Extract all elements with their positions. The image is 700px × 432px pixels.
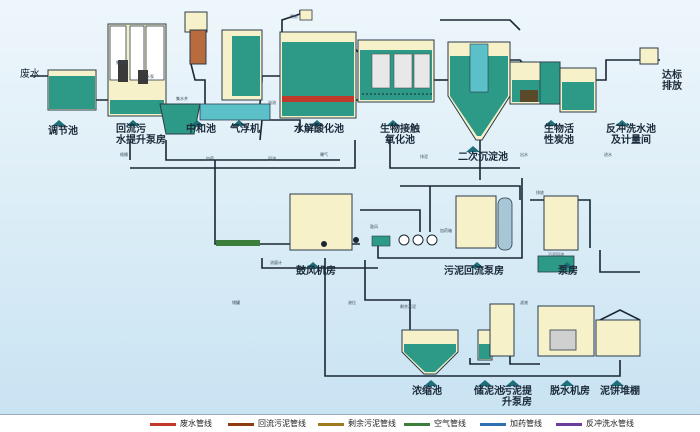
zhonghe-tank [159,11,208,135]
pipe-annotation: 液位 [348,300,356,305]
legend-swatch [150,423,176,426]
nongsuo-label: 浓缩池 [412,386,442,397]
label-marker [610,380,624,386]
shuibeng-tiny-label: 水泵 [146,74,154,79]
tuoshui-building [537,305,595,357]
niliao-building [595,319,641,357]
label-marker [386,120,400,126]
wuni-ti-building [489,303,515,357]
legend-swatch [480,423,506,426]
jishui-building [107,23,167,117]
legend-swatch [318,423,344,426]
beng-building [537,195,579,273]
label-marker [506,380,520,386]
wuni-building [371,195,513,251]
label-marker [478,380,492,386]
pipe-annotation: 格栅 [120,152,128,157]
pipe-annotation: 鼓风 [370,224,378,229]
wuni-ti-label: 污泥提 升泵房 [502,386,532,408]
tuoshui-label: 脱水机房 [550,386,590,397]
zhuni-label: 储泥池 [474,386,504,397]
pipe-annotation: 排泥 [420,154,428,159]
shengwu-label: 生物接触 氧化池 [380,124,420,146]
fanchong-tank [559,47,659,113]
beng-label: 泵房 [558,266,578,277]
legend-label: 回流污泥管线 [258,419,306,428]
legend-label: 反冲洗水管线 [586,419,634,428]
qifu-label: 气浮机 [230,124,260,135]
label-marker [466,146,480,152]
legend-item: 废水管线 [150,419,230,429]
label-marker [470,262,484,268]
legend-label: 剩余污泥管线 [348,419,396,428]
label-marker [306,262,320,268]
qifu-tank [199,29,271,121]
niliao-label: 泥饼堆棚 [600,386,640,397]
label-marker [615,120,629,126]
pipe-annotation: 加药箱 [440,228,452,233]
zhonghe-label: 中和池 [186,124,216,135]
pipe-annotation: 流量计 [270,260,282,265]
pipe-annotation: 曝气 [320,152,328,157]
legend-item: 加药管线 [480,419,560,429]
hui-label: 回流污 水提升泵房 [116,124,166,146]
outlet-label: 达标 排放 [662,70,682,92]
pipe-annotation: 出水 [520,152,528,157]
wuni-label: 污泥回流泵房 [444,266,504,277]
pipe-annotation: 进水 [604,152,612,157]
nongsuo-tank [401,329,459,375]
legend-label: 加药管线 [510,419,542,428]
legend-item: 剩余污泥管线 [318,419,408,429]
label-marker [232,120,246,126]
gufeng-label: 鼓风机房 [296,266,336,277]
fanchong-label: 反冲洗水池 及计量间 [606,124,656,146]
shuijie-label: 水解酸化池 [294,124,344,135]
pipe-legend: 废水管线 回流污泥管线 剩余污泥管线 空气管线 加药管线 反冲洗水管线 [0,414,700,432]
legend-item: 回流污泥管线 [228,419,318,429]
legend-item: 空气管线 [404,419,484,429]
zhuni-tank [477,329,493,361]
top-tiny-label: 泵房 [290,14,298,19]
jishui-tiny-label: 集水井 [116,60,128,65]
shengwutan-label: 生物活 性炭池 [544,124,574,146]
inlet-label: 废水 [20,69,40,80]
legend-swatch [404,423,430,426]
pipe-annotation: 集水井 [176,96,188,101]
pipe-annotation: 回流 [268,156,276,161]
pipe-annotation: 污泥回流 [548,252,564,257]
shuijie-tank [279,9,357,119]
label-marker [52,120,66,126]
label-marker [424,380,438,386]
pipe-annotation: 剩余污泥 [400,304,416,309]
shengwutan-tank [509,61,561,105]
label-marker [544,120,558,126]
tiaojie-label: 调节池 [48,126,78,137]
tiaojie-tank [47,69,97,111]
legend-label: 空气管线 [434,419,466,428]
label-marker [560,380,574,386]
label-marker [126,120,140,126]
legend-item: 反冲洗水管线 [556,419,656,429]
legend-swatch [556,423,582,426]
pipe-annotation: 排放 [536,190,544,195]
shengwu-tank [357,39,435,103]
erchen-tank [447,41,511,141]
pipe-annotation: 储罐 [232,300,240,305]
label-marker [310,120,324,126]
pipe-annotation: 加药 [206,156,214,161]
pipe-annotation: 溢流 [268,100,276,105]
pipe-annotation: 滤液 [520,300,528,305]
erchen-label: 二次沉淀池 [458,152,508,163]
legend-swatch [228,423,254,426]
label-marker [190,120,204,126]
label-marker [560,262,574,268]
gufeng-building [216,193,359,251]
legend-label: 废水管线 [180,419,212,428]
plant-schematic [30,9,660,377]
